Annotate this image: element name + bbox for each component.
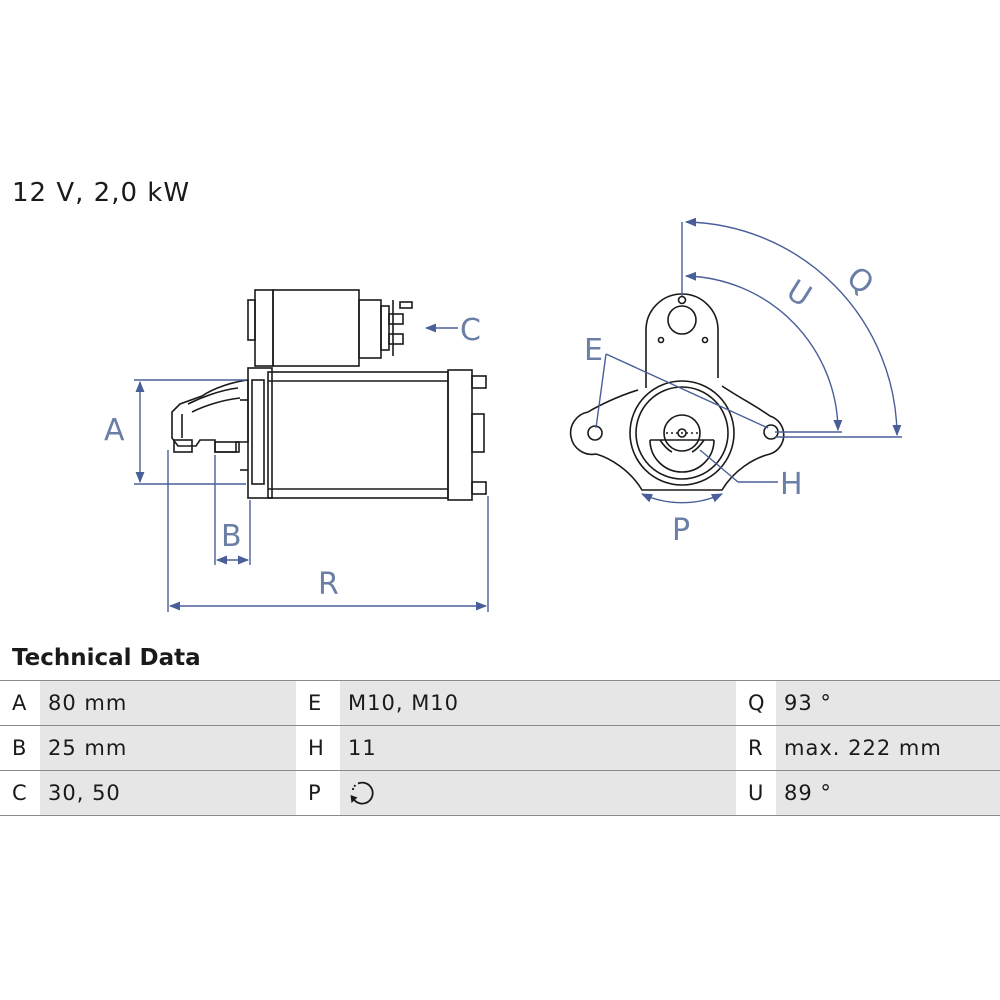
starter-motor-diagram: A B R C [104,217,902,612]
spec-value: 11 [340,725,736,771]
spec-value: 89 ° [776,770,1000,816]
table-row: B 25 mm H 11 R max. 222 mm [0,725,1000,771]
spec-key: Q [736,680,776,726]
front-dimensions [595,217,902,504]
dim-label-e: E [584,333,603,368]
spec-key: B [0,725,40,771]
table-row: A 80 mm E M10, M10 Q 93 ° [0,680,1000,726]
side-view [171,289,487,501]
spec-key: U [736,770,776,816]
spec-title: 12 V, 2,0 kW [12,178,191,208]
dim-label-q: Q [840,260,880,302]
dim-label-r: R [318,567,339,602]
drive-end [171,379,249,453]
dim-label-b: B [221,519,242,554]
spec-key: C [0,770,40,816]
spec-key: P [296,770,340,816]
spec-value: 80 mm [40,680,296,726]
dim-label-a: A [104,413,125,448]
dim-label-h: H [780,467,803,502]
technical-data-heading: Technical Data [12,645,201,671]
dim-label-c: C [460,313,481,348]
spec-value: 93 ° [776,680,1000,726]
dim-label-u: U [780,273,817,314]
motor-body [267,369,487,501]
spec-key: R [736,725,776,771]
solenoid [247,289,413,367]
spec-key: A [0,680,40,726]
spec-key: H [296,725,340,771]
front-view [569,293,785,491]
spec-key: E [296,680,340,726]
spec-value: 30, 50 [40,770,296,816]
rotation-counterclockwise-icon [350,781,374,805]
technical-data-table: A 80 mm E M10, M10 Q 93 ° B 25 mm H 11 R… [0,680,1000,816]
dim-label-p: P [672,513,690,548]
spec-value: max. 222 mm [776,725,1000,771]
spec-value: 25 mm [40,725,296,771]
side-dimensions [134,323,489,612]
spec-value: M10, M10 [340,680,736,726]
table-row: C 30, 50 P U 89 ° [0,770,1000,816]
spec-value-rotation [340,770,736,816]
